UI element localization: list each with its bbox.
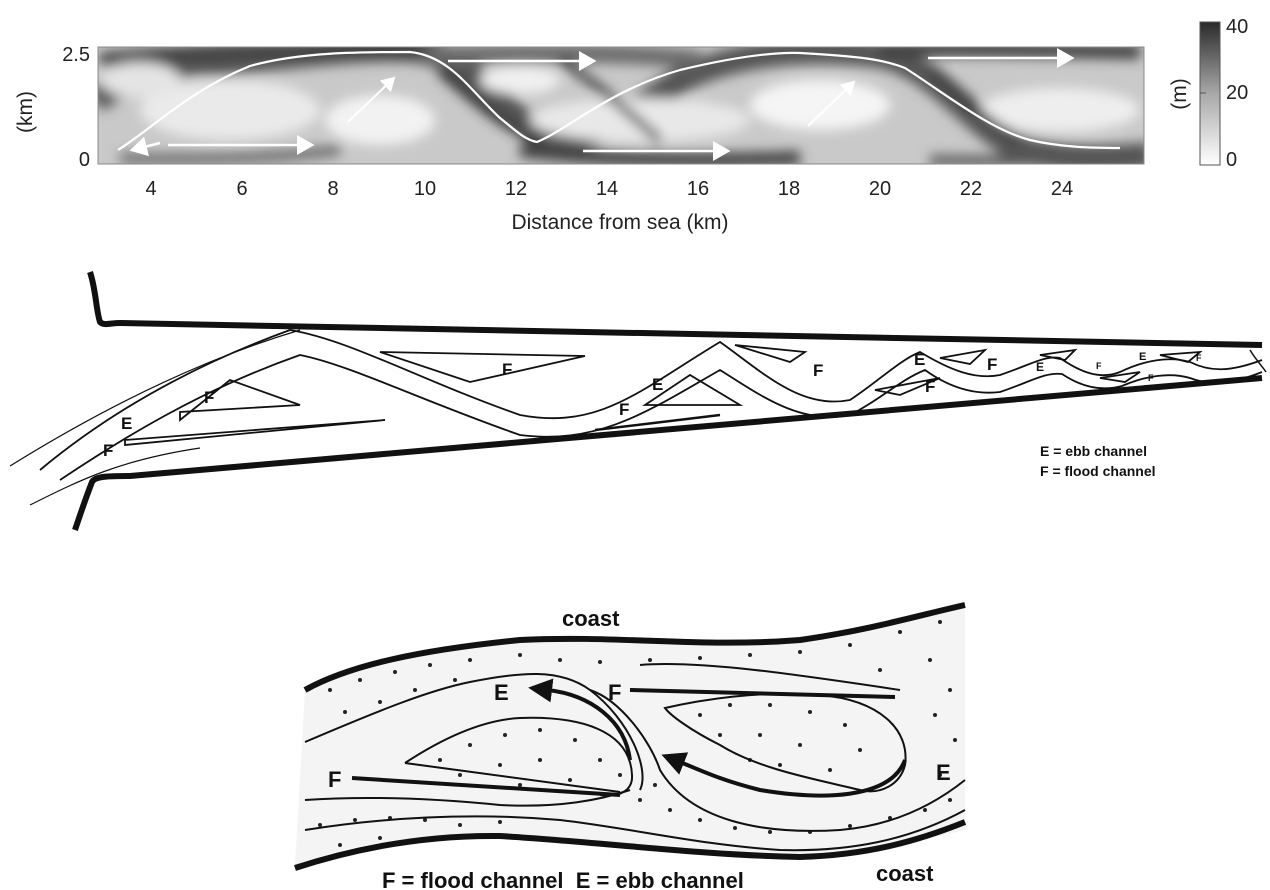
colorbar-tick: 0 (1226, 149, 1237, 171)
colorbar-tick: 40 (1226, 16, 1248, 38)
flood-channel (180, 380, 300, 420)
x-tick-label: 4 (145, 178, 156, 200)
colorbar-tick: 20 (1226, 82, 1248, 104)
coast-label-top: coast (562, 606, 620, 631)
ebb-label: E (914, 350, 925, 369)
bottom-caption: F = flood channel E = ebb channel (382, 868, 744, 890)
ebb-label: E (1036, 360, 1044, 374)
x-tick-label: 18 (778, 178, 800, 200)
flood-channel (1160, 352, 1200, 362)
ebb-label: E (494, 680, 509, 705)
flood-label: F (103, 441, 113, 460)
middle-legend: E = ebb channel F = flood channel (1040, 443, 1156, 479)
x-tick-label: 8 (327, 178, 338, 200)
y-tick-label: 0 (79, 149, 90, 171)
flood-label: F (1096, 361, 1102, 371)
flood-channel (735, 345, 805, 362)
flood-label: F (987, 355, 997, 374)
bathymetry-map (95, 47, 1150, 164)
north-bank (90, 272, 1262, 345)
x-tick-label: 20 (869, 178, 891, 200)
y-axis-label: (km) (14, 91, 37, 133)
meander-diagram: coast coast E F F E F = flood channel E … (295, 600, 965, 890)
flood-label: F (925, 377, 935, 396)
x-tick-label: 6 (236, 178, 247, 200)
ebb-label: E (1139, 351, 1146, 363)
x-axis-label: Distance from sea (km) (511, 211, 728, 234)
flood-label: F (204, 388, 214, 407)
flood-label: F (502, 360, 512, 379)
y-tick-label: 2.5 (62, 44, 90, 66)
estuary-schematic (10, 272, 1266, 530)
flood-label: F (1196, 353, 1202, 363)
flood-label: F (1148, 373, 1154, 383)
flood-channel (125, 420, 385, 445)
x-tick-label: 22 (960, 178, 982, 200)
flood-label: F (328, 767, 341, 792)
flood-channel (940, 350, 985, 364)
x-tick-label: 16 (687, 178, 709, 200)
x-axis-ticks: 4 6 8 10 12 14 16 18 20 22 24 (145, 178, 1073, 200)
depth-colorbar: 40 20 0 (m) (1168, 16, 1248, 171)
ebb-label: E (121, 414, 132, 433)
ebb-label: E (936, 760, 951, 785)
flood-label: F (619, 400, 629, 419)
x-tick-label: 24 (1051, 178, 1073, 200)
flood-channel (380, 352, 585, 382)
colorbar-label: (m) (1168, 78, 1191, 109)
legend-flood: F = flood channel (1040, 463, 1156, 479)
x-tick-label: 12 (505, 178, 527, 200)
coast-label-bottom: coast (876, 861, 934, 886)
flood-label: F (608, 680, 621, 705)
x-tick-label: 14 (596, 178, 618, 200)
legend-ebb: E = ebb channel (1040, 443, 1147, 459)
x-tick-label: 10 (414, 178, 436, 200)
ebb-label: E (652, 375, 663, 394)
flood-label: F (813, 361, 823, 380)
